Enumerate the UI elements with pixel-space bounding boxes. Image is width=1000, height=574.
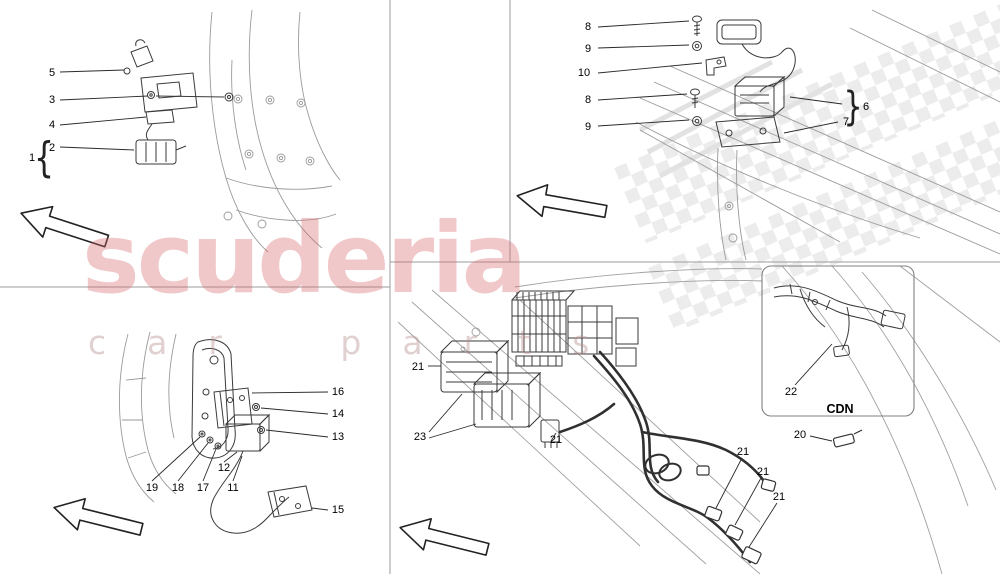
fuse-relay-box [511, 290, 639, 367]
checkered-flag-watermark [614, 0, 1000, 333]
harness-connectors [696, 429, 863, 565]
direction-arrow-motor-compartment [395, 511, 493, 566]
ecu-boxes [439, 339, 560, 448]
direction-arrow-rear-left [49, 491, 147, 546]
cdn-inset-wiring [773, 283, 906, 358]
direction-arrow-motor-right [513, 179, 610, 228]
direction-arrow-front-left [15, 197, 113, 258]
rear-left-leader-lines [151, 391, 329, 511]
motor-compartment-leader-lines [428, 343, 833, 548]
motor-right-leader-lines [597, 20, 843, 134]
rear-left-body-contours [119, 331, 177, 503]
rear-left-sensor-part [191, 339, 313, 534]
motor-right-body-contours [635, 9, 1000, 261]
front-left-sensor-part [123, 39, 234, 165]
motor-right-ecu-part [690, 15, 796, 148]
front-left-leader-lines [59, 69, 149, 151]
cdn-inset-box [761, 265, 915, 417]
wiring-harness [558, 350, 768, 564]
front-left-body-contours [209, 9, 341, 253]
